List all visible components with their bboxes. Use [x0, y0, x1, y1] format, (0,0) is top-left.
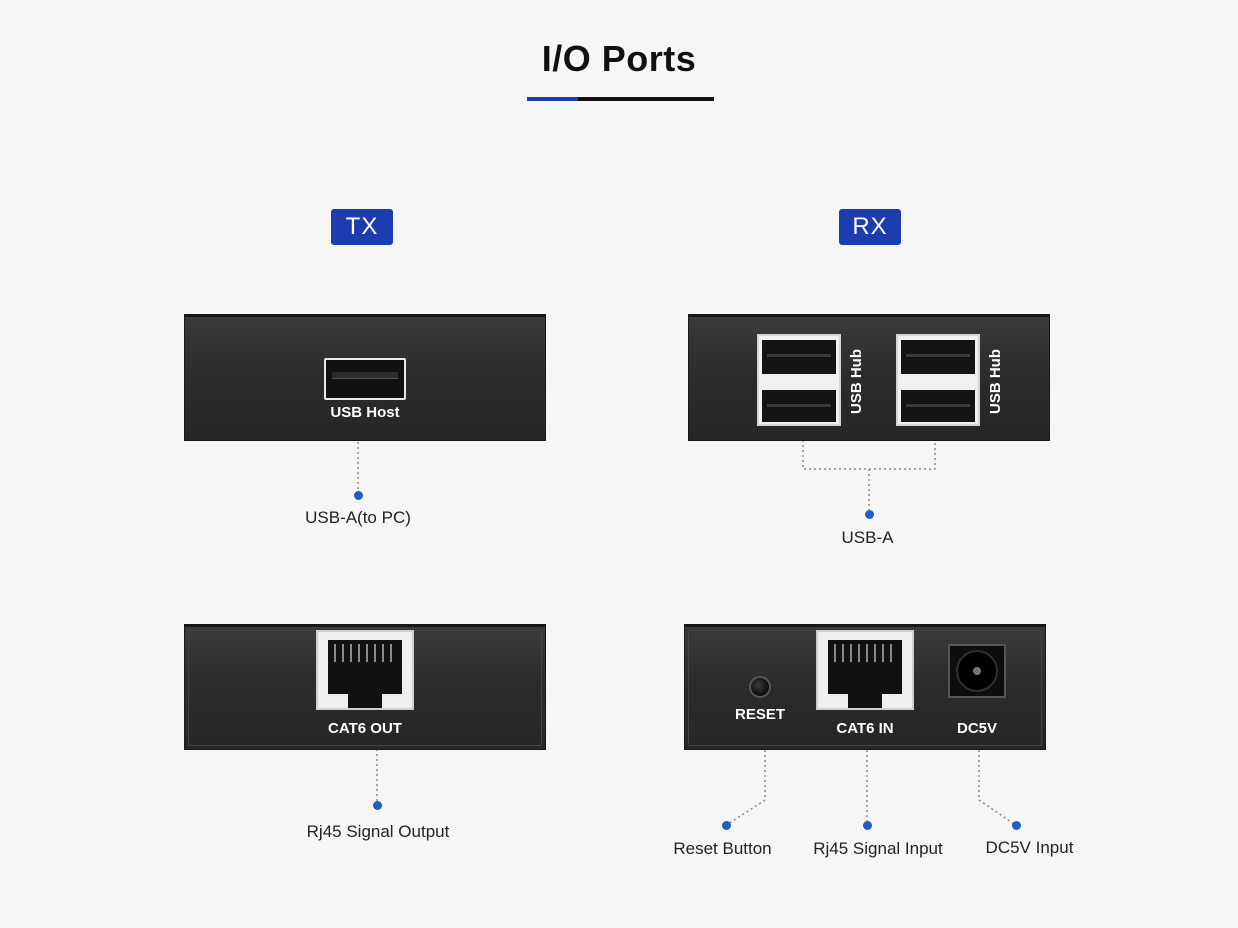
usb-hub-label-1: USB Hub — [848, 349, 865, 414]
title-underline-accent — [527, 97, 578, 101]
reset-caption: Reset Button — [673, 839, 772, 858]
cat6-out-label: CAT6 OUT — [328, 720, 402, 737]
usb-hub-port-2 — [896, 334, 980, 426]
dc5v-jack — [948, 644, 1006, 698]
reset-dot — [722, 821, 731, 830]
usb-host-caption: USB-A(to PC) — [305, 508, 411, 527]
usb-hub-label-2: USB Hub — [987, 349, 1004, 414]
dc5v-caption: DC5V Input — [985, 838, 1074, 857]
cat6-out-caption: Rj45 Signal Output — [306, 822, 450, 841]
title-underline — [578, 97, 714, 101]
cat6-in-port — [816, 630, 914, 710]
rx-usb-panel: USB Hub USB Hub — [688, 314, 1050, 441]
rx-io-panel: RESET CAT6 IN DC5V — [684, 624, 1046, 750]
usb-hub-caption: USB-A — [841, 528, 894, 547]
tx-tag: TX — [331, 209, 393, 245]
tx-cat6-panel: CAT6 OUT — [184, 624, 546, 750]
reset-button — [749, 676, 771, 698]
usb-host-label: USB Host — [330, 404, 400, 421]
tx-usb-panel: USB Host — [184, 314, 546, 441]
cat6-out-port — [316, 630, 414, 710]
usb-hub-port-1 — [757, 334, 841, 426]
dc5v-label: DC5V — [956, 720, 997, 737]
usb-host-dot — [354, 491, 363, 500]
cat6-out-dot — [373, 801, 382, 810]
cat6-in-label: CAT6 IN — [836, 720, 894, 737]
cat6-in-caption: Rj45 Signal Input — [813, 839, 943, 858]
cat6-in-dot — [863, 821, 872, 830]
rx-tag: RX — [839, 209, 901, 245]
usb-hub-dot — [865, 510, 874, 519]
page-title: I/O Ports — [541, 38, 697, 79]
leader-reset — [727, 730, 766, 825]
usb-host-port — [324, 358, 406, 400]
leader-dc5v — [978, 740, 1015, 825]
reset-label: RESET — [734, 706, 785, 723]
dc5v-dot — [1012, 821, 1021, 830]
